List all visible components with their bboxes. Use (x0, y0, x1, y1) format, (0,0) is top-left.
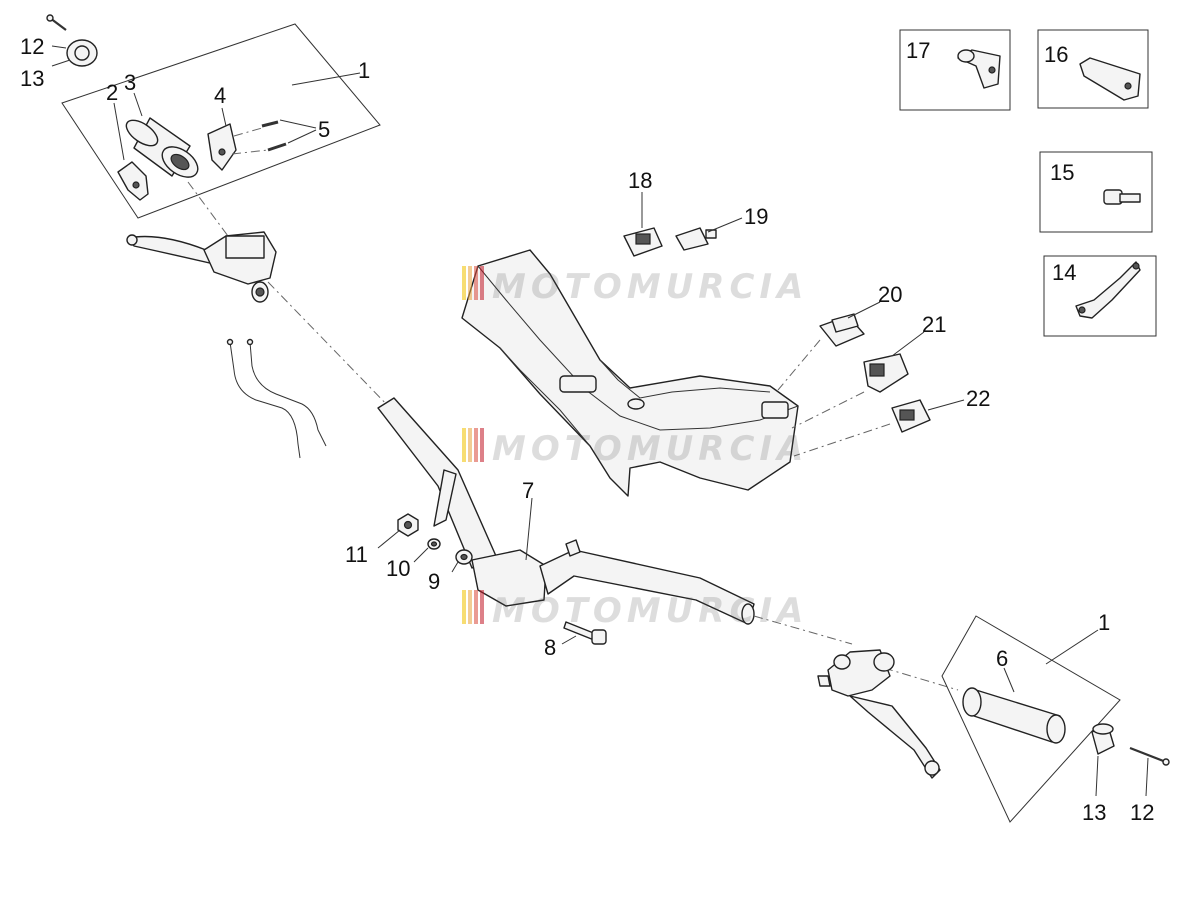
callout-18: 18 (628, 168, 652, 193)
watermark-text-3: MOTOMURCIA (492, 591, 808, 631)
callout-22: 22 (966, 386, 990, 411)
box-15: 15 (1039, 151, 1153, 233)
callout-8: 8 (544, 635, 556, 660)
callout-11: 11 (345, 542, 368, 567)
switch-22 (891, 399, 931, 433)
bushing-13-top (66, 39, 98, 67)
callout-12-top: 12 (20, 34, 44, 59)
throttle-grip-kit-group: 1 12 13 2 3 (20, 14, 381, 219)
switch-18 (623, 227, 663, 257)
bolt-8 (563, 621, 607, 645)
screws-5 (261, 120, 287, 152)
handlebar-cover (461, 249, 799, 497)
callout-5: 5 (318, 117, 330, 142)
throttle-cover-4 (207, 123, 237, 171)
connector-19 (675, 227, 717, 251)
washer-9 (455, 549, 473, 565)
callout-9: 9 (428, 569, 440, 594)
callout-13-bottom: 13 (1082, 800, 1106, 825)
box-16: 16 (1037, 29, 1149, 109)
callout-20: 20 (878, 282, 902, 307)
callout-3: 3 (124, 70, 136, 95)
watermark-stripes-1 (462, 266, 484, 300)
callout-15: 15 (1050, 160, 1074, 185)
watermark-2: MOTOMURCIA (462, 428, 808, 469)
callout-14: 14 (1052, 260, 1076, 285)
throttle-cables (226, 338, 327, 459)
kit-frame-bottom-right (941, 615, 1121, 823)
box-17: 17 (899, 29, 1011, 111)
switch-21 (863, 353, 909, 393)
callout-21: 21 (922, 312, 946, 337)
handlebar-7 (377, 397, 755, 625)
callout-10: 10 (386, 556, 410, 581)
watermark-3: MOTOMURCIA (462, 590, 808, 631)
clutch-grip-kit-group: 1 6 (941, 610, 1121, 823)
box-14: 14 (1043, 255, 1157, 337)
watermark-1: MOTOMURCIA (462, 266, 808, 307)
callout-6: 6 (996, 646, 1008, 671)
switch-20 (819, 313, 865, 347)
watermark-stripes-2 (462, 428, 484, 462)
kit-frame-top-left (61, 23, 381, 219)
grip-6 (962, 687, 1066, 744)
watermark-text-2: MOTOMURCIA (492, 429, 808, 469)
callout-2: 2 (106, 80, 118, 105)
callout-13-top: 13 (20, 66, 44, 91)
watermark-text-1: MOTOMURCIA (492, 267, 808, 307)
callout-1-top: 1 (358, 58, 370, 83)
screw-12-bottom (1129, 746, 1170, 766)
callout-17: 17 (906, 38, 930, 63)
nut-11 (397, 513, 419, 537)
callout-12-bottom: 12 (1130, 800, 1154, 825)
callout-16: 16 (1044, 42, 1068, 67)
throttle-tube-3 (125, 117, 199, 178)
callout-19: 19 (744, 204, 768, 229)
watermark-stripes-3 (462, 590, 484, 624)
bushing-13-bottom (1091, 723, 1115, 755)
clutch-lever-assembly (817, 649, 941, 779)
callout-4: 4 (214, 83, 226, 108)
washer-10 (427, 538, 441, 550)
screw-12-top (46, 14, 67, 31)
callout-7: 7 (522, 478, 534, 503)
front-brake-lever-assembly (126, 231, 277, 303)
callout-1-bottom: 1 (1098, 610, 1110, 635)
throttle-housing-2 (117, 161, 149, 201)
